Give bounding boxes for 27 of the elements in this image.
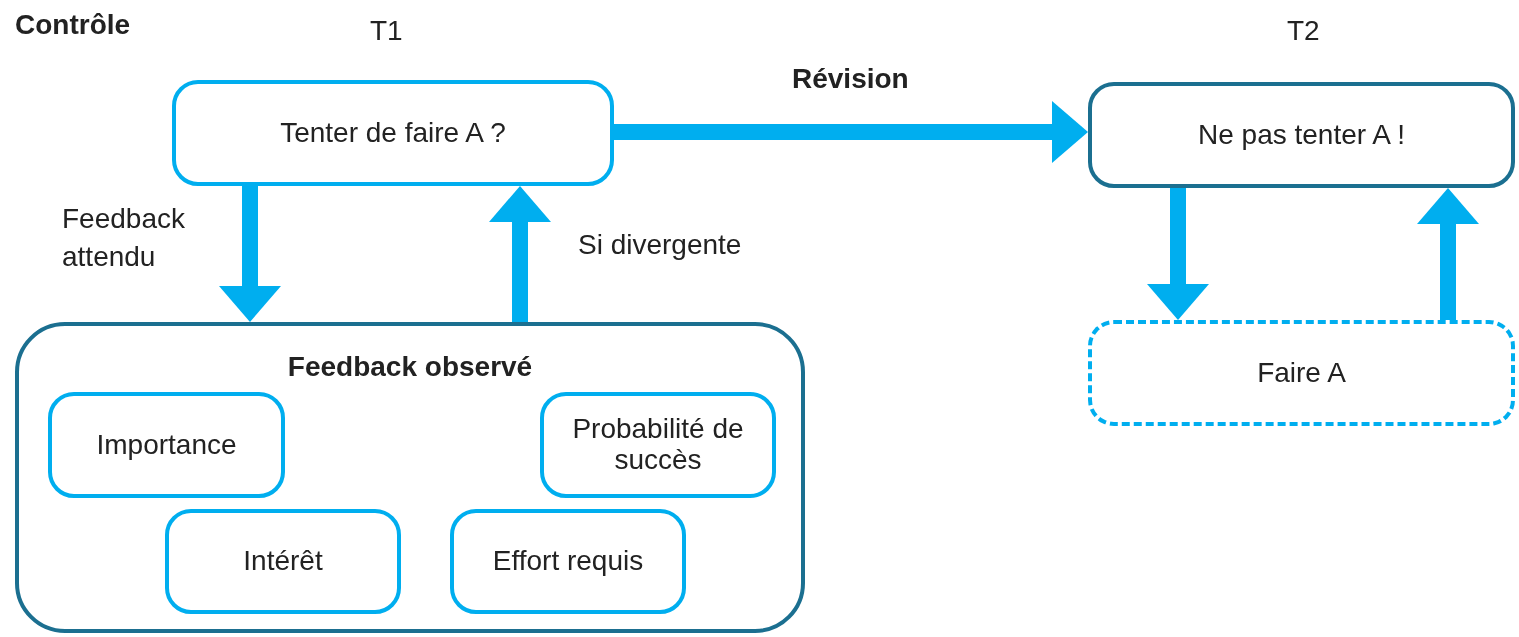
box-label: Tenter de faire A ? bbox=[280, 117, 506, 149]
group-heading: Feedback observé bbox=[287, 352, 533, 383]
rounded-box bbox=[165, 509, 401, 614]
arrow bbox=[1147, 188, 1209, 320]
box-label: Intérêt bbox=[243, 546, 323, 577]
time-label: T2 bbox=[1287, 14, 1320, 48]
rounded-box bbox=[172, 80, 614, 186]
rounded-box bbox=[48, 392, 285, 498]
box-label: Probabilité de succès bbox=[571, 414, 745, 476]
rounded-box bbox=[1088, 82, 1515, 188]
rounded-box bbox=[450, 509, 686, 614]
edge-label: Si divergente bbox=[578, 228, 742, 262]
edge-label: Feedback attendu bbox=[62, 202, 186, 274]
arrow bbox=[1417, 188, 1479, 320]
diagram-heading: Contrôle bbox=[15, 8, 131, 42]
dashed-rounded-box bbox=[1088, 320, 1515, 426]
time-label: T1 bbox=[370, 14, 403, 48]
rounded-box bbox=[540, 392, 776, 498]
box-label: Importance bbox=[96, 429, 237, 461]
group-container bbox=[15, 322, 805, 633]
box-label: Ne pas tenter A ! bbox=[1198, 119, 1405, 151]
arrow bbox=[489, 186, 551, 322]
edge-label: Révision bbox=[792, 62, 909, 96]
arrow bbox=[614, 101, 1088, 163]
arrow bbox=[219, 186, 281, 322]
box-label: Effort requis bbox=[492, 546, 644, 577]
box-label: Faire A bbox=[1257, 357, 1346, 389]
